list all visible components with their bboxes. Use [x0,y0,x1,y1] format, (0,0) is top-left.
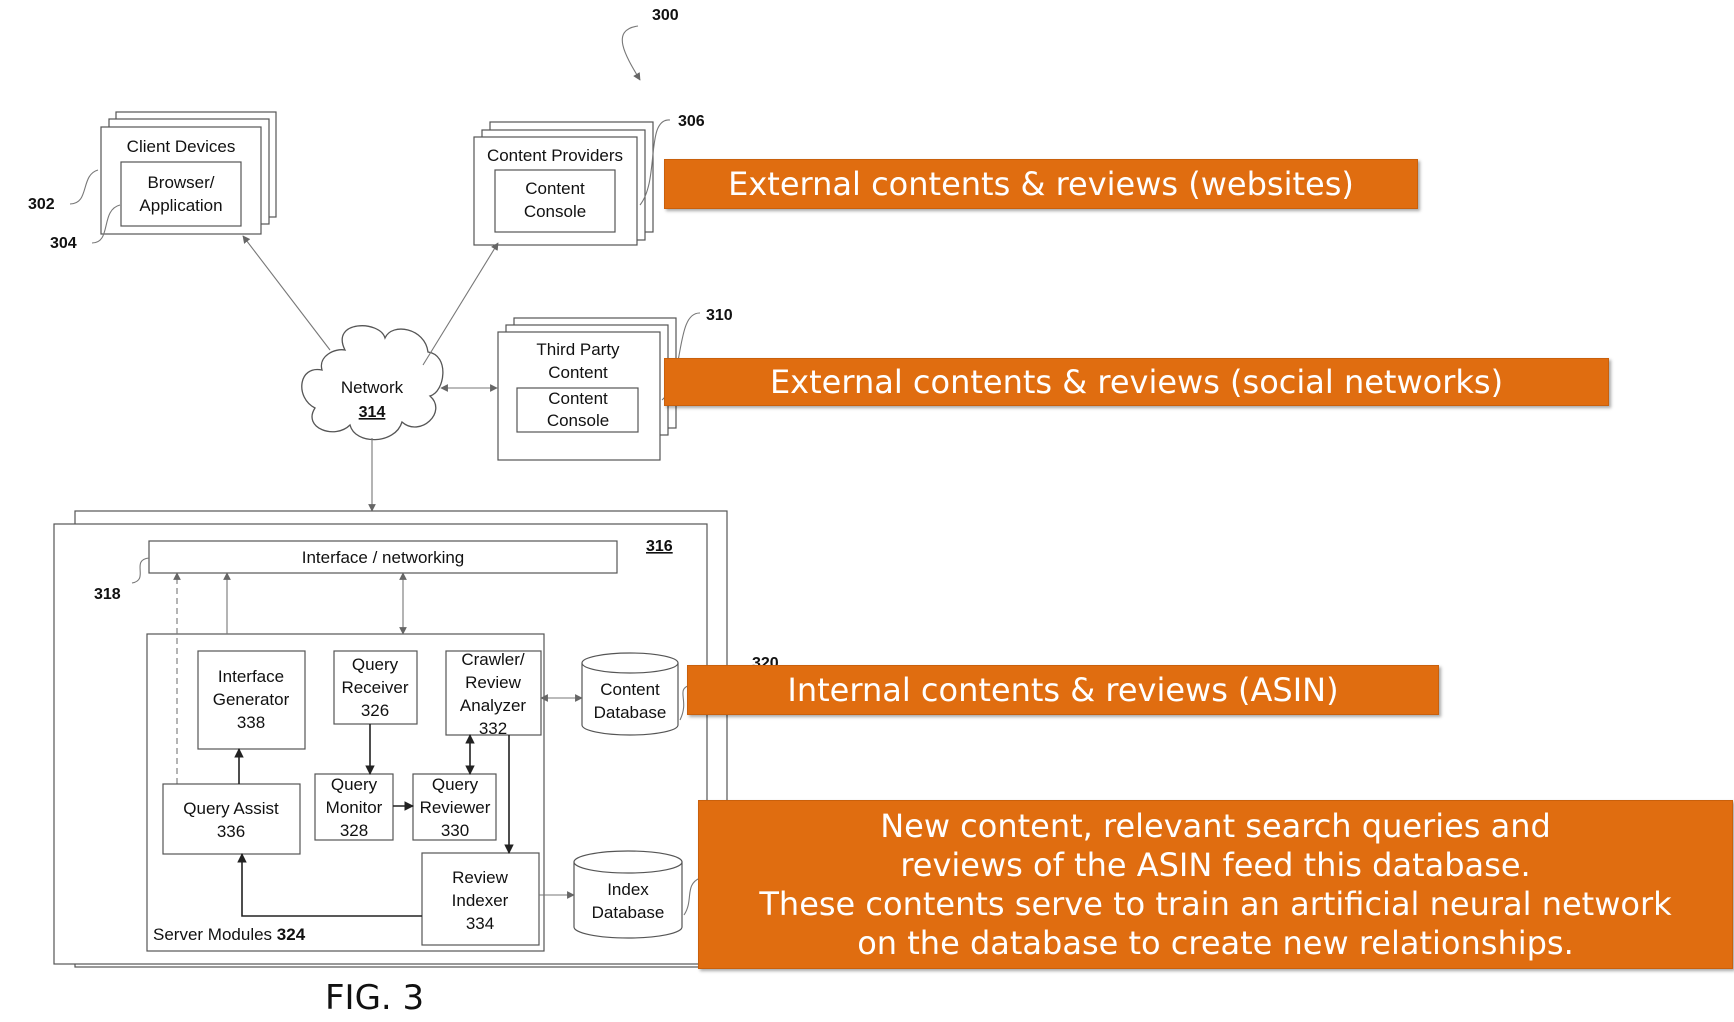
server-ref: 316 [646,538,673,555]
interface-networking-bar [148,540,618,574]
interface-ref: 318 [94,586,121,603]
figure-caption: FIG. 3 [325,978,425,1018]
callout-social-networks: External contents & reviews (social netw… [664,358,1609,406]
content-providers-ref: 306 [678,113,705,130]
client-devices-ref: 302 [28,196,55,213]
network-cloud: Network 314 [301,325,444,441]
server-modules-label: Server Modules 324 [153,925,306,944]
callout-websites: External contents & reviews (websites) [664,159,1418,209]
client-devices-group: Client Devices Browser/Application [100,111,277,235]
network-label: Network [341,378,404,397]
third-party-ref: 310 [706,307,733,324]
browser-application-label: Browser/Application [139,173,222,215]
browser-ref: 304 [50,235,77,252]
interface-networking-label: Interface / networking [302,548,465,567]
callout-new-content: New content, relevant search queries and… [698,800,1733,969]
callout-internal-asin: Internal contents & reviews (ASIN) [687,665,1439,715]
figure-ref-leader [621,25,641,81]
client-devices-title: Client Devices [127,137,236,156]
network-ref: 314 [359,404,386,421]
content-providers-title: Content Providers [487,146,623,165]
figure-ref-number: 300 [652,7,679,24]
